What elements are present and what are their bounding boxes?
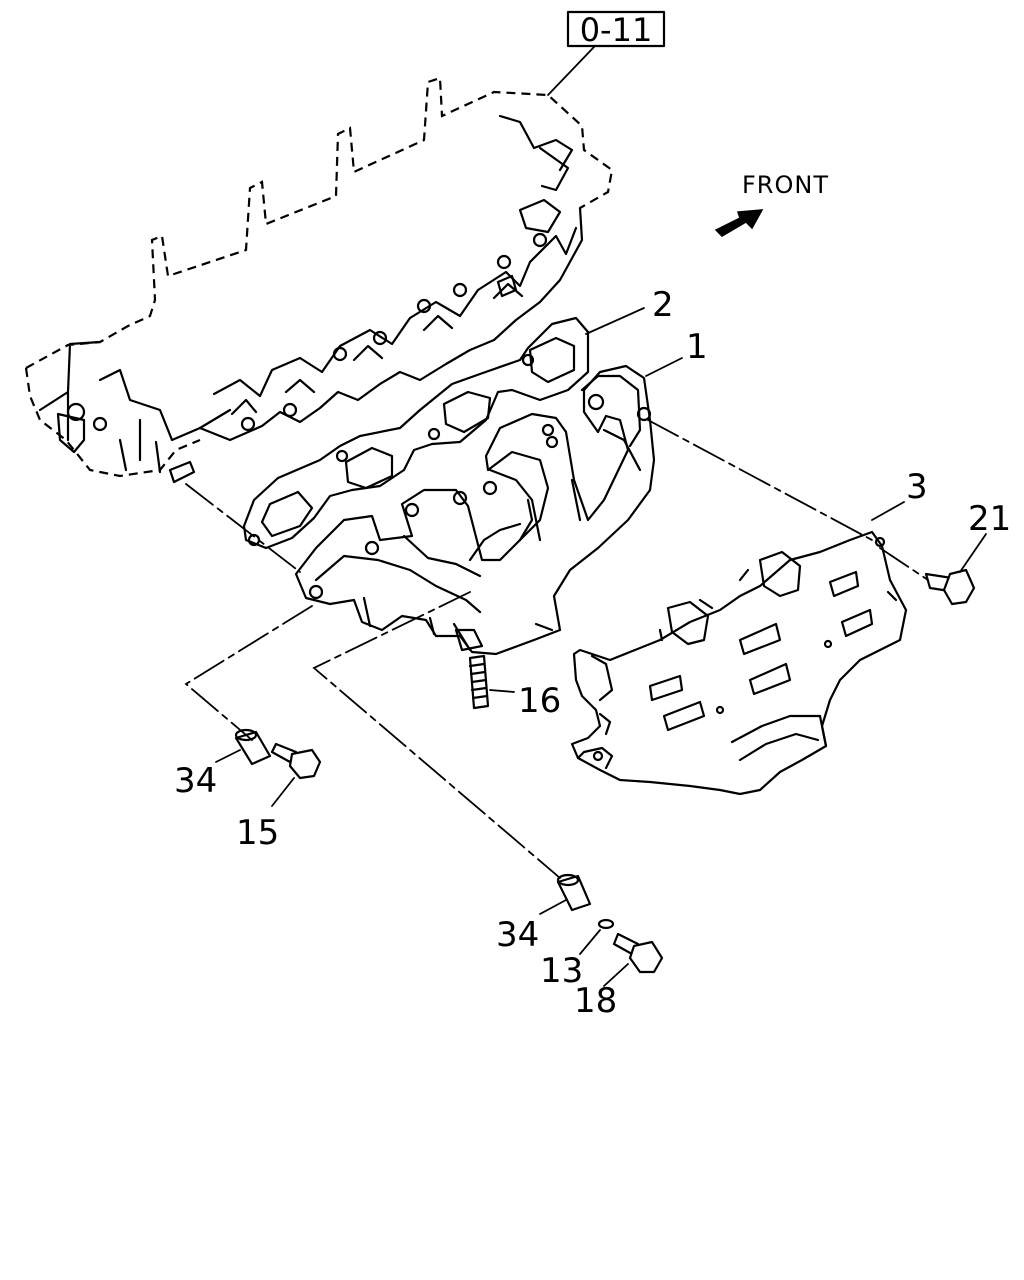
reference-box: 0-11 <box>547 10 666 96</box>
callout-34-right: 34 <box>496 915 539 955</box>
reference-box-label: 0-11 <box>580 11 653 49</box>
heat-shield <box>570 501 908 796</box>
callout-34-left: 34 <box>174 761 217 801</box>
bolt-21 <box>924 533 987 606</box>
spacer-34-right <box>539 873 592 915</box>
callout-13: 13 <box>540 951 583 991</box>
callout-labels: 1 2 3 13 15 16 18 21 34 34 <box>174 285 1011 1021</box>
callout-1: 1 <box>686 327 708 367</box>
callout-15: 15 <box>236 813 279 853</box>
callout-3: 3 <box>906 467 928 507</box>
front-direction-indicator: FRONT <box>714 171 829 237</box>
callout-2: 2 <box>652 285 674 325</box>
cylinder-head-outline <box>24 76 614 484</box>
stud-16 <box>468 654 515 710</box>
washer-13 <box>579 918 615 955</box>
exhaust-manifold-gasket <box>242 307 645 550</box>
callout-21: 21 <box>968 499 1011 539</box>
leader-lines <box>184 419 929 879</box>
callout-16: 16 <box>518 681 561 721</box>
spacer-34-left <box>215 728 272 766</box>
callout-18: 18 <box>574 981 617 1021</box>
front-label: FRONT <box>742 171 829 199</box>
bolt-15 <box>270 742 322 807</box>
bolt-18 <box>603 932 664 987</box>
exhaust-manifold <box>294 357 683 656</box>
front-arrow-icon <box>714 209 764 237</box>
